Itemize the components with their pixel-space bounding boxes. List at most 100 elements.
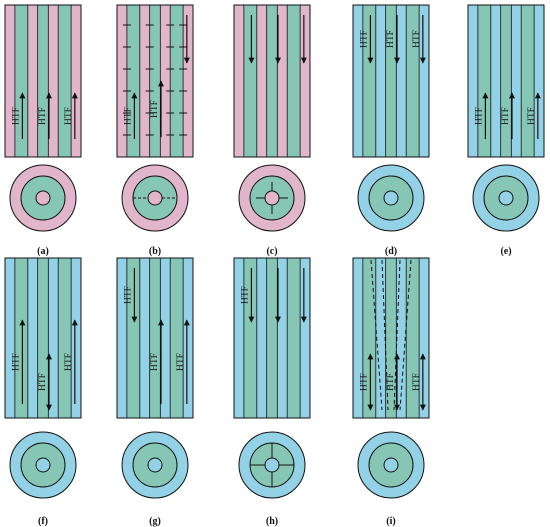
htf-label: HTF [412,30,422,48]
panel-d: HTF HTF HTF (d) [352,4,430,257]
htf-label: HTF [124,286,134,304]
layer-band [149,258,161,418]
cross-section-inner-tube [264,457,280,473]
panel-outline [352,257,430,419]
cross-section-inner-tube [147,190,163,206]
htf-label: HTF [38,107,48,125]
layer-band [183,258,193,418]
layer-band [160,5,171,157]
cross-section-inner-tube [35,457,51,473]
panel-outline [4,257,82,419]
layer-band [37,5,49,157]
panel-label: (c) [266,246,277,257]
layer-band [14,258,28,418]
cross-section-inner-tube [35,190,51,206]
layer-band [277,5,288,157]
panel-outline [4,4,82,158]
htf-label: HTF [360,373,370,391]
htf-label: HTF [12,107,22,125]
layer-band [477,5,491,157]
layer-band [375,258,386,418]
panel-label: (h) [266,516,278,527]
htf-label: HTF [12,353,22,371]
layer-band [58,5,72,157]
layer-band [183,5,193,157]
layer-band [353,5,363,157]
htf-label: HTF [241,286,251,304]
layer-band [277,258,288,418]
layer-band [490,5,501,157]
layer-band [126,258,140,418]
layer-band [160,258,171,418]
htf-label: HTF [150,100,160,118]
layer-band [117,258,127,418]
layer-band [375,5,386,157]
layer-band [406,5,420,157]
panel-outline [116,257,194,419]
panel-label: (g) [149,516,161,527]
layer-band [71,5,81,157]
layer-band [468,5,478,157]
layer-band [521,5,535,157]
layer-band [243,5,257,157]
htf-label: HTF [360,30,370,48]
layer-band [266,258,278,418]
layer-band [149,5,161,157]
panel-outline [233,4,311,158]
layer-band [396,5,407,157]
layer-band [139,5,150,157]
htf-label: HTF [475,107,485,125]
layer-band [48,5,59,157]
layer-band [234,258,244,418]
htf-label: HTF [527,107,537,125]
layer-band [362,5,376,157]
layer-band [71,258,81,418]
panel-label: (f) [38,516,48,527]
layer-band [419,5,429,157]
layer-band [170,5,184,157]
cross-section-inner-tube [498,190,514,206]
panel-label: (d) [385,246,397,257]
cross-section-inner-tube [147,457,163,473]
cross-section-inner-tube [264,190,280,206]
layer-band [256,5,267,157]
layer-band [5,258,15,418]
htf-label: HTF [38,373,48,391]
layer-band [58,258,72,418]
layer-band [353,258,363,418]
panel-label: (e) [500,246,511,257]
layer-band [396,258,407,418]
htf-label: HTF [64,107,74,125]
htf-label: HTF [386,373,396,391]
panel-label: (b) [149,246,161,257]
cross-section-inner-tube [383,457,399,473]
htf-label: HTF [386,30,396,48]
layer-band [37,258,49,418]
layer-band [234,5,244,157]
htf-label: HTF [501,107,511,125]
htf-label: HTF [150,353,160,371]
panel-outline [467,4,545,158]
layer-band [256,258,267,418]
panel-h: HTF (h) [233,257,311,527]
layer-band [300,258,310,418]
layer-band [500,5,512,157]
layer-band [406,258,420,418]
layer-band [362,258,376,418]
layer-band [48,258,59,418]
panel-outline [233,257,311,419]
layer-band [385,5,397,157]
layer-band [14,5,28,157]
layer-band [266,5,278,157]
layer-band [170,258,184,418]
panel-c: (c) [233,4,311,257]
layer-band [300,5,310,157]
layer-band [385,258,397,418]
panel-e: HTF HTF HTF (e) [467,4,545,257]
panel-label: (a) [37,246,49,257]
htf-label: HTF [64,353,74,371]
